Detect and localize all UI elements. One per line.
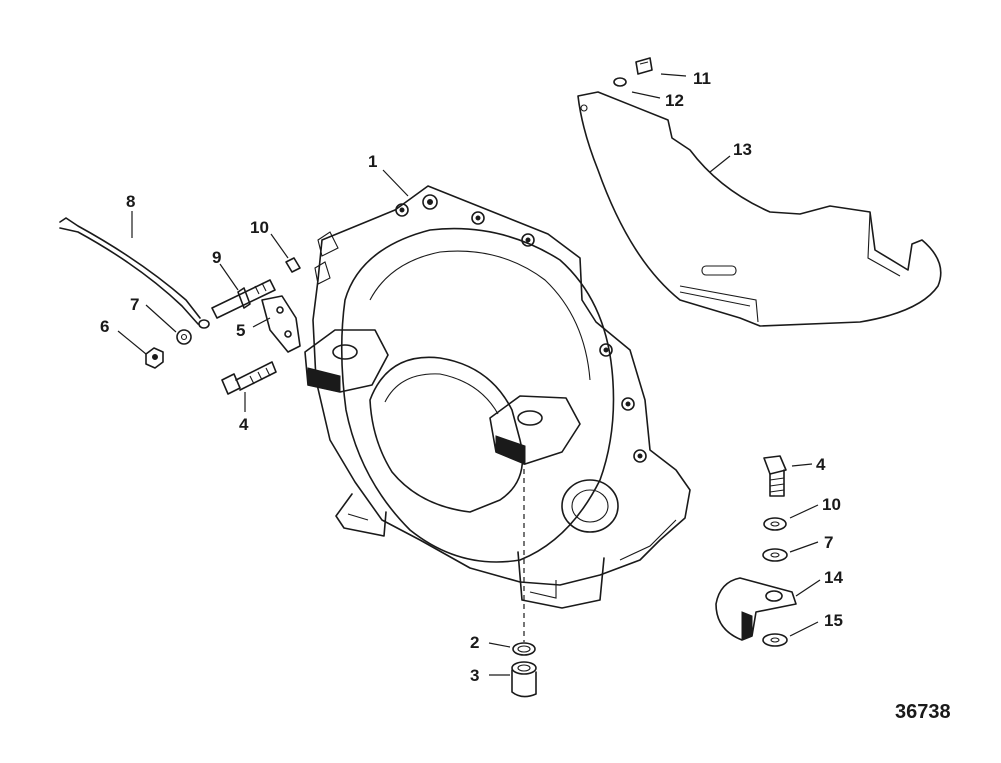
bolt-4-left <box>221 361 277 395</box>
flywheel-housing <box>304 185 691 609</box>
clamp-14 <box>715 577 797 641</box>
callout-3: 3 <box>470 666 479 685</box>
callout-9: 9 <box>212 248 221 267</box>
callout-13: 13 <box>733 140 752 159</box>
callout-15: 15 <box>824 611 843 630</box>
lockwasher-12 <box>613 77 627 87</box>
callout-labels: 1 2 3 4 4 5 6 7 7 8 9 10 10 11 12 13 14 … <box>100 69 843 685</box>
bolt-4-right <box>763 455 787 497</box>
callout-5: 5 <box>236 321 245 340</box>
leader-lines <box>117 73 821 676</box>
callout-2: 2 <box>470 633 479 652</box>
lockwasher-10-left <box>285 257 301 273</box>
callout-7-left: 7 <box>130 295 139 314</box>
callout-8: 8 <box>126 192 135 211</box>
washer-7-left <box>176 329 192 345</box>
callout-12: 12 <box>665 91 684 110</box>
plug-3 <box>511 661 537 698</box>
callout-1: 1 <box>368 152 377 171</box>
washer-15 <box>762 633 788 647</box>
callout-11: 11 <box>693 69 711 88</box>
bracket-5 <box>261 295 301 353</box>
lockwasher-10-right <box>763 517 787 531</box>
ground-wire-8 <box>59 217 210 329</box>
callout-14: 14 <box>824 568 843 587</box>
nut-6 <box>145 347 164 369</box>
callout-4-right: 4 <box>816 455 826 474</box>
drawing-number: 36738 <box>895 701 951 723</box>
o-ring-2 <box>512 642 536 656</box>
screw-11 <box>635 57 653 75</box>
callout-10-left: 10 <box>250 218 269 237</box>
callout-10-right: 10 <box>822 495 841 514</box>
callout-4-left: 4 <box>239 415 249 434</box>
flywheel-cover-plate <box>577 91 942 327</box>
callout-7-right: 7 <box>824 533 833 552</box>
stud-9 <box>211 279 276 319</box>
washer-7-right <box>762 548 788 562</box>
callout-6: 6 <box>100 317 109 336</box>
